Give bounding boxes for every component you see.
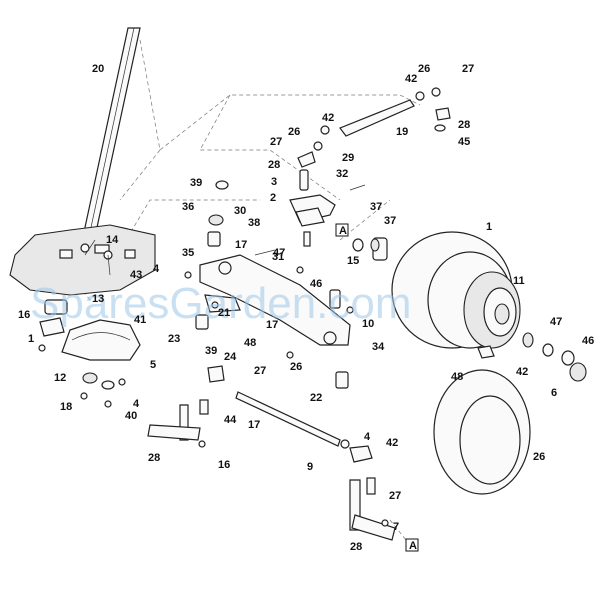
callout-label: 41 [134, 314, 146, 326]
callout-label: 47 [550, 316, 562, 328]
callout-label: 1 [28, 333, 34, 345]
callout-label: 47 [273, 247, 285, 259]
right-spindle [349, 477, 396, 541]
left-spindle [147, 399, 209, 448]
callout-label: 22 [310, 392, 322, 404]
callout-label: 28 [148, 452, 160, 464]
callout-label: 4 [153, 263, 160, 275]
callout-label: 7 [393, 521, 399, 533]
callout-label: 26 [290, 361, 302, 373]
callout-label: 1 [486, 221, 492, 233]
callout-label: 36 [182, 201, 194, 213]
callout-label: 42 [386, 437, 398, 449]
reference-mark-text-lower: A [409, 540, 417, 552]
callout-label: 6 [551, 387, 557, 399]
callout-label: 10 [362, 318, 374, 330]
callout-label: 37 [370, 201, 382, 213]
callout-label: 26 [418, 63, 430, 75]
callout-label: 17 [248, 419, 260, 431]
callout-label: 2 [270, 192, 276, 204]
callout-label: 4 [364, 431, 371, 443]
chassis-plate [9, 224, 156, 296]
callout-label: 3 [271, 176, 277, 188]
callout-label: 28 [268, 159, 280, 171]
reference-mark-upper: A [335, 223, 349, 237]
callout-label: 32 [336, 168, 348, 180]
bolts [84, 231, 354, 359]
callout-label: 23 [168, 333, 180, 345]
callout-label: 17 [266, 319, 278, 331]
callout-label: 46 [310, 278, 322, 290]
wheel-hardware [477, 332, 587, 382]
callout-label: 27 [389, 490, 401, 502]
upper-tie-rod [313, 87, 451, 151]
callout-label: 5 [150, 359, 156, 371]
reference-mark-lower: A [405, 538, 419, 552]
callout-label: 13 [92, 293, 104, 305]
callout-label: 26 [533, 451, 545, 463]
callout-label: 16 [18, 309, 30, 321]
callout-label: 18 [60, 401, 72, 413]
callout-label: 29 [342, 152, 354, 164]
callout-label: 39 [190, 177, 202, 189]
callout-label: 4 [133, 398, 140, 410]
callout-label: 4 [0, 0, 7, 3]
callout-label: 28 [350, 541, 362, 553]
left-hardware [38, 344, 126, 408]
callout-label: 34 [372, 341, 385, 353]
callout-label: 39 [205, 345, 217, 357]
steering-arm-bracket [289, 151, 366, 227]
callout-label: 40 [125, 410, 137, 422]
callout-label: 42 [516, 366, 528, 378]
callout-label: 27 [462, 63, 474, 75]
callout-label: 35 [182, 247, 194, 259]
bushings [195, 180, 388, 389]
watermark-text: SparesGarden.com [30, 279, 412, 328]
callout-label: 30 [234, 205, 246, 217]
callout-label: 16 [218, 459, 230, 471]
callout-label: 43 [130, 269, 142, 281]
callout-label: 14 [106, 234, 119, 246]
callout-label: 11 [513, 275, 525, 287]
callout-label: 48 [244, 337, 256, 349]
lower-tie-rod [207, 365, 373, 463]
reference-mark-text-upper: A [339, 225, 347, 237]
callout-label: 45 [458, 136, 470, 148]
callout-label: 42 [405, 73, 417, 85]
callout-label: 31 [272, 251, 284, 263]
steering-sector [39, 299, 141, 361]
callout-label: 27 [254, 365, 266, 377]
callout-label: 17 [235, 239, 247, 251]
callout-label: 37 [384, 215, 396, 227]
callout-label: 21 [218, 307, 230, 319]
callout-label: 38 [248, 217, 260, 229]
callout-label: 44 [224, 414, 237, 426]
callout-label: 20 [92, 63, 104, 75]
callout-label: 48 [451, 371, 463, 383]
callout-label: 26 [288, 126, 300, 138]
callout-label: 9 [307, 461, 313, 473]
callout-label: 27 [270, 136, 282, 148]
front-axle [199, 254, 351, 346]
callout-label: 28 [458, 119, 470, 131]
tire [433, 369, 531, 495]
callout-label: 15 [347, 255, 359, 267]
steering-shaft [83, 27, 141, 233]
callout-label: 24 [224, 351, 237, 363]
callout-label: 12 [54, 372, 66, 384]
callout-label: 42 [322, 112, 334, 124]
callout-label: 19 [396, 126, 408, 138]
callout-label: 46 [582, 335, 594, 347]
wheel-assembly [391, 231, 521, 349]
callout-label: 8 [0, 0, 6, 3]
